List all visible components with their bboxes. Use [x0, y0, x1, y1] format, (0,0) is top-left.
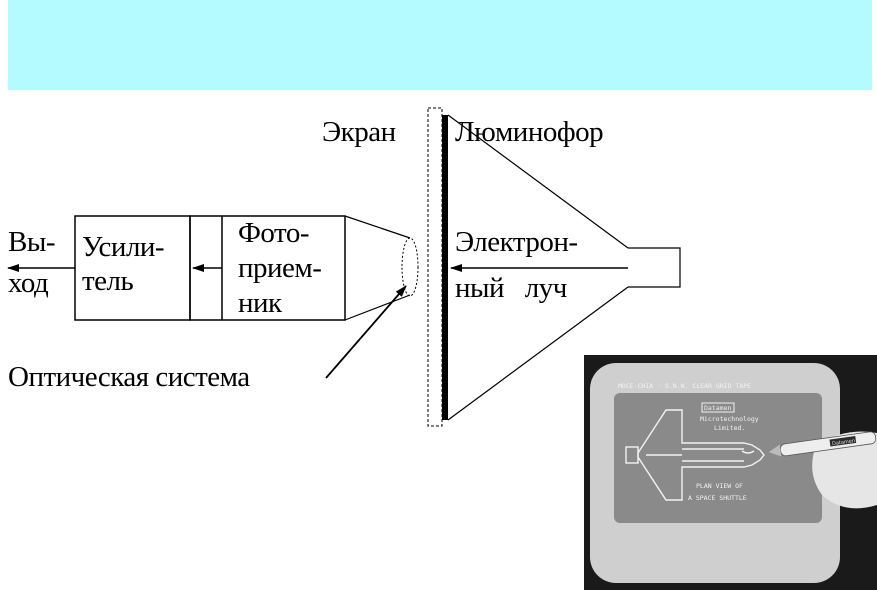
amplifier-label-line2: тель [82, 265, 134, 297]
pen-brand-text: Datamen [832, 438, 856, 447]
monitor-plan-line2: A SPACE SHUTTLE [688, 494, 747, 502]
monitor-brand-text: Datamen [704, 404, 731, 412]
photodetector-label-line1: Фото- [238, 217, 309, 249]
light-pen: Datamen [768, 431, 877, 457]
screen-glass [427, 107, 443, 427]
photodetector-label-line2: прием- [238, 252, 322, 284]
title-banner [8, 0, 872, 90]
hand-shape [812, 431, 877, 509]
crt-funnel-bottom [447, 286, 629, 421]
amplifier-label-line1: Усили- [82, 231, 165, 263]
optics-lens [401, 237, 419, 297]
monitor-screen [614, 393, 822, 523]
phosphor-layer [442, 115, 448, 420]
photodetector-label-line3: ник [238, 287, 282, 319]
monitor-caption-line2: Limited. [714, 424, 745, 432]
screen-label: Экран [322, 116, 396, 148]
optics-label: Оптическая система [8, 361, 250, 393]
output-label-line1: Вы- [8, 226, 55, 258]
electron-beam-label-line2: ный луч [455, 272, 567, 304]
shuttle-drawing [625, 409, 765, 501]
electron-beam-label-line1: Электрон- [455, 226, 578, 258]
output-label-line2: ход [8, 267, 49, 299]
light-pen-photo: MOCE-CHIA · S.N.W. CLEAR GRID TAPE Datam… [584, 355, 877, 590]
optics-pointer-arrow [325, 285, 407, 379]
photodetector-box [189, 215, 346, 321]
monitor-caption-line1: Microtechnology [700, 415, 759, 423]
crt-neck [628, 247, 681, 288]
monitor-plan-line1: PLAN VIEW OF [696, 482, 743, 490]
crt-funnel-top [447, 114, 629, 249]
monitor-header-text: MOCE-CHIA · S.N.W. CLEAR GRID TAPE [618, 382, 751, 390]
phosphor-label: Люминофор [455, 116, 604, 148]
